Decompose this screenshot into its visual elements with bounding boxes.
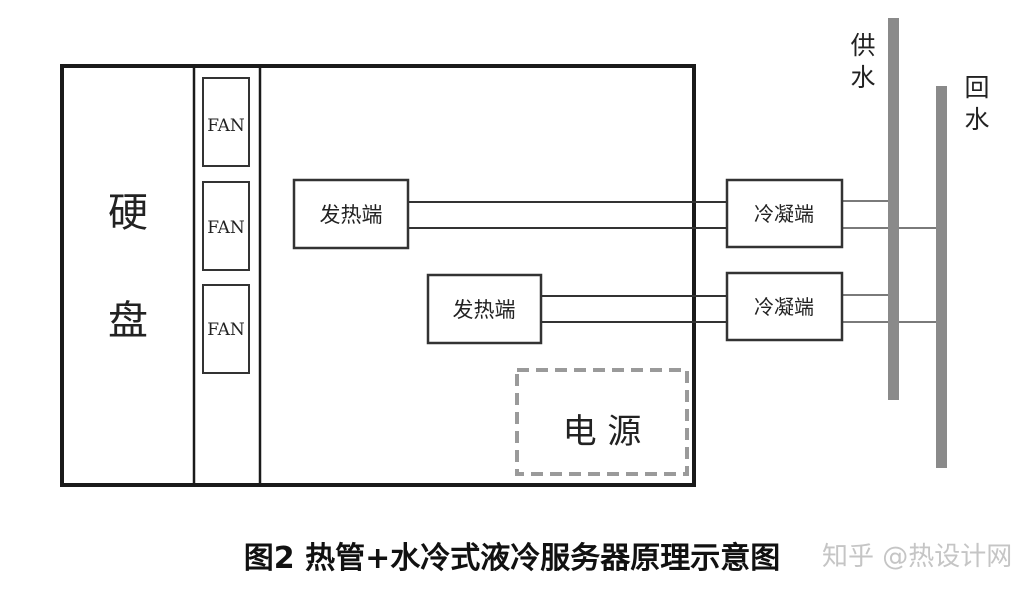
watermark: 知乎 @热设计网: [822, 542, 1013, 572]
fan-label: FAN: [207, 320, 245, 340]
return-water-label-1: 回: [964, 73, 989, 102]
fan-unit: FAN: [202, 77, 250, 167]
supply-water-label-2: 水: [850, 63, 875, 92]
supply-water-label-1: 供: [850, 31, 875, 60]
heat-end-box-1: [292, 178, 410, 250]
fan-label: FAN: [207, 218, 245, 238]
power-supply-box: [515, 368, 689, 476]
condense-end-box-1: [725, 178, 844, 249]
return-water-label-2: 水: [964, 105, 989, 134]
heat-end-label-1: 发热端: [320, 203, 383, 227]
fan-box: [202, 284, 250, 374]
fan-box: [202, 77, 250, 167]
heat-end-label-2: 发热端: [453, 298, 516, 322]
condense-end-label-2: 冷凝端: [754, 295, 814, 319]
fan-label: FAN: [207, 116, 245, 136]
hard-disk-label-2: 盘: [108, 298, 148, 344]
power-supply-label: 电 源: [563, 412, 642, 452]
heat-end-box-2: [426, 273, 543, 345]
fan-unit: FAN: [202, 181, 250, 271]
supply-water-manifold: [888, 18, 899, 400]
return-water-manifold: [936, 86, 947, 468]
condense-end-box-2: [725, 271, 844, 342]
fan-unit: FAN: [202, 284, 250, 374]
fan-box: [202, 181, 250, 271]
figure-caption: 图2 热管+水冷式液冷服务器原理示意图: [243, 541, 781, 576]
condense-end-label-1: 冷凝端: [754, 202, 814, 226]
hard-disk-label-1: 硬: [108, 190, 148, 236]
server-chassis: [60, 64, 696, 487]
